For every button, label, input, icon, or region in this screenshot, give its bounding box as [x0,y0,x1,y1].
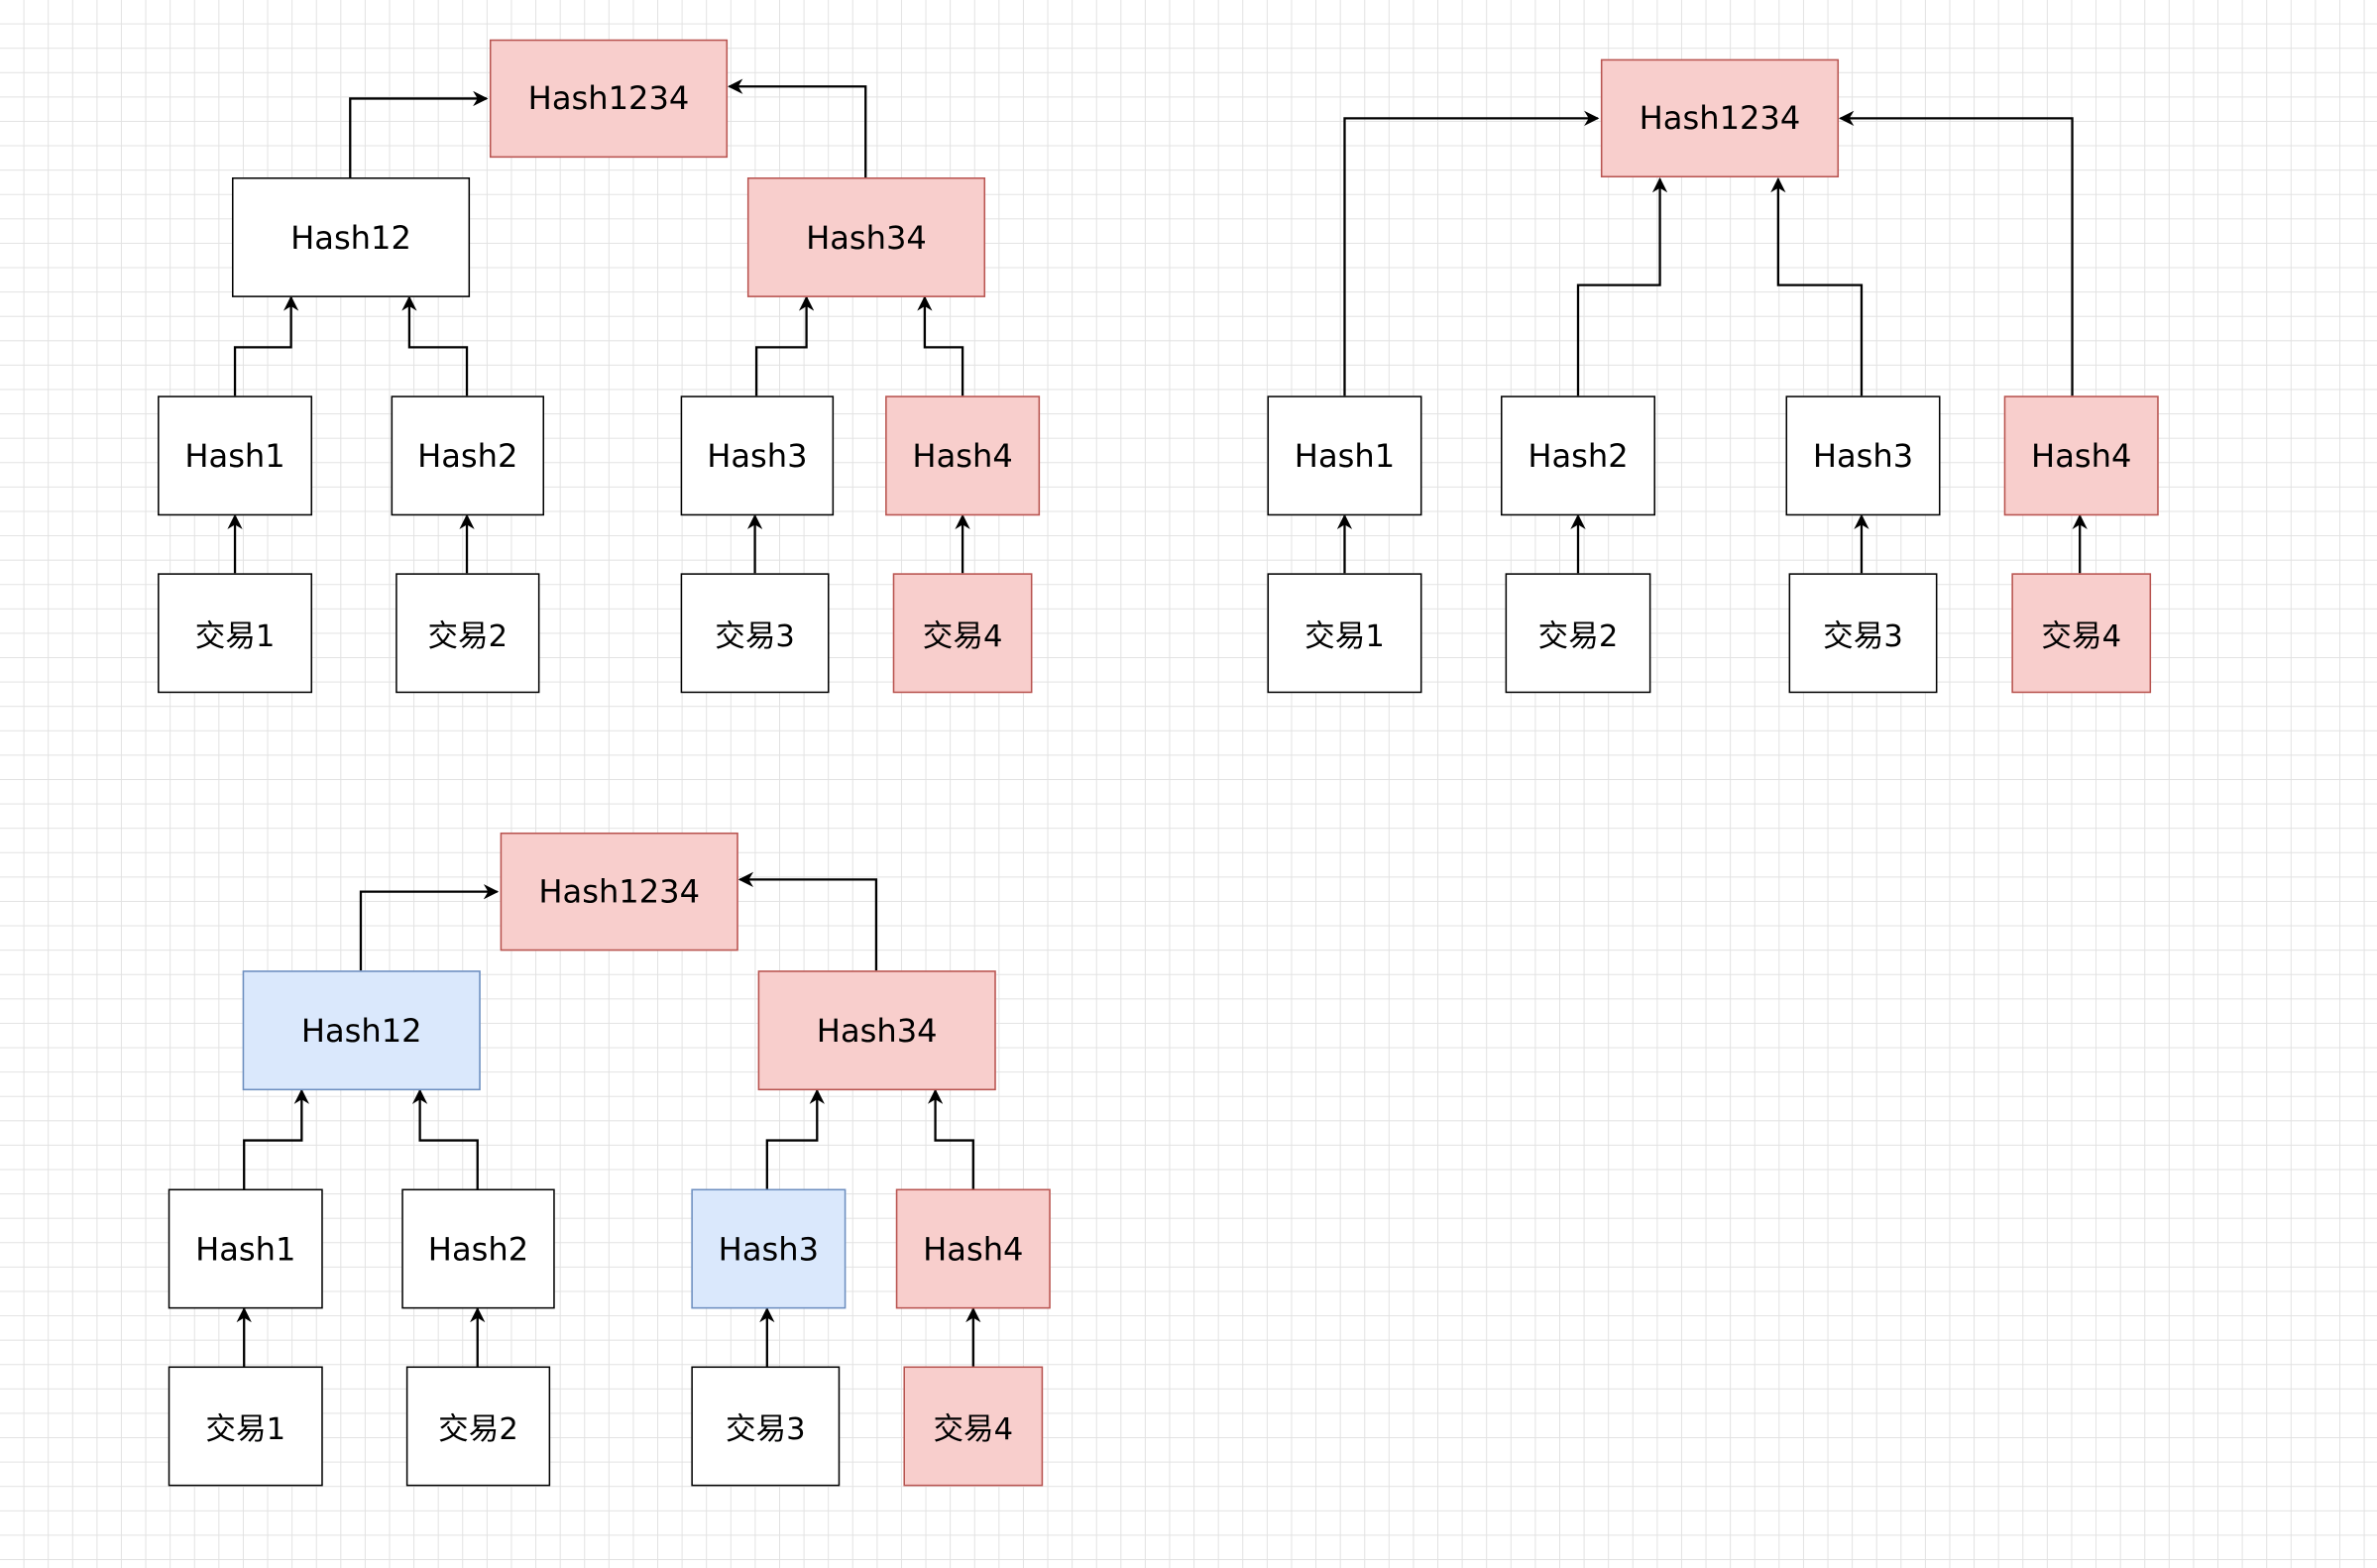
d3-root-hash1234[interactable]: Hash1234 [500,832,738,952]
d2-tx2[interactable]: 交易2 [1505,573,1651,694]
edge-d3-hash2-to-hash12 [411,1088,479,1189]
d1-hash12[interactable]: Hash12 [231,177,471,297]
edge-d2-hash2-to-root [1576,177,1668,396]
edge-d1-hash1-to-hash12 [233,295,299,396]
d1-hash2[interactable]: Hash2 [391,395,545,516]
edge-d1-hash12-to-root [349,90,489,178]
d2-hash1[interactable]: Hash1 [1267,395,1422,516]
edge-d3-hash12-to-root [359,883,500,971]
d3-hash2[interactable]: Hash2 [401,1188,555,1309]
d1-hash1[interactable]: Hash1 [158,395,313,516]
d2-root-hash1234[interactable]: Hash1234 [1600,58,1840,178]
edge-d1-hash4-to-hash34 [917,295,964,396]
d2-hash3[interactable]: Hash3 [1785,395,1941,516]
d3-tx3[interactable]: 交易3 [691,1366,841,1487]
d3-tx4[interactable]: 交易4 [903,1366,1044,1487]
edge-d1-hash2-to-hash12 [401,295,469,396]
d3-hash1[interactable]: Hash1 [168,1188,323,1309]
diagram-3-edges [236,871,981,1367]
edge-d3-hash4-to-hash34 [927,1088,974,1189]
d3-tx1[interactable]: 交易1 [168,1366,323,1487]
edge-d1-hash3-to-hash34 [754,295,815,396]
edge-d2-hash1-to-root [1343,110,1600,396]
edge-d3-hash1-to-hash12 [243,1088,309,1189]
d3-hash4[interactable]: Hash4 [895,1188,1051,1309]
edge-d3-hash34-to-root [737,871,878,971]
d1-tx1[interactable]: 交易1 [158,573,313,694]
d1-root-hash1234[interactable]: Hash1234 [489,39,729,159]
d2-hash2[interactable]: Hash2 [1501,395,1655,516]
d3-hash34[interactable]: Hash34 [757,970,996,1091]
edge-d2-hash4-to-root [1839,110,2074,396]
d1-tx2[interactable]: 交易2 [396,573,540,694]
diagram-1-edges [227,78,970,574]
edge-d3-hash3-to-hash34 [765,1088,825,1189]
d1-hash34[interactable]: Hash34 [746,177,986,297]
d1-hash4[interactable]: Hash4 [885,395,1041,516]
d2-tx4[interactable]: 交易4 [2011,573,2152,694]
d1-tx4[interactable]: 交易4 [892,573,1033,694]
edge-d2-hash3-to-root [1770,177,1864,396]
d2-hash4[interactable]: Hash4 [2003,395,2159,516]
d2-tx1[interactable]: 交易1 [1267,573,1422,694]
d3-hash3[interactable]: Hash3 [691,1188,847,1309]
d1-tx3[interactable]: 交易3 [680,573,830,694]
diagram-2-edges [1336,110,2088,574]
edge-d1-hash34-to-root [728,78,867,178]
d3-hash12[interactable]: Hash12 [242,970,481,1091]
d3-tx2[interactable]: 交易2 [405,1366,551,1487]
d2-tx3[interactable]: 交易3 [1788,573,1938,694]
d1-hash3[interactable]: Hash3 [680,395,835,516]
